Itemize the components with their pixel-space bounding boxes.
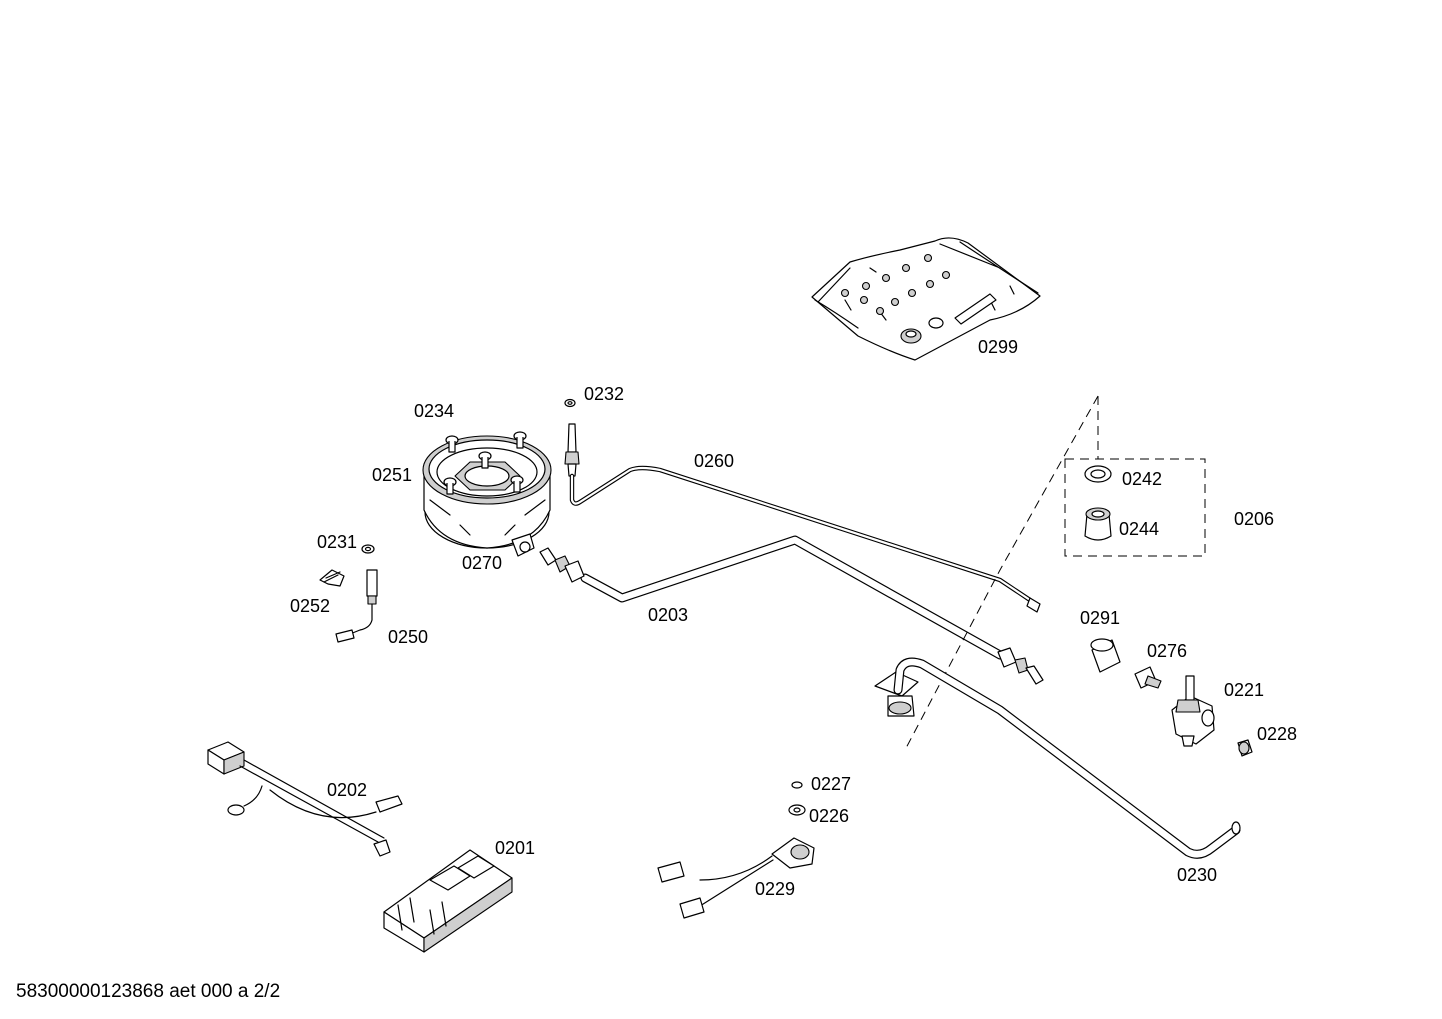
label-0226: 0226 bbox=[809, 806, 849, 826]
part-labels: 0299 0232 0234 0251 0260 0242 0244 0206 … bbox=[290, 337, 1297, 899]
label-0221: 0221 bbox=[1224, 680, 1264, 700]
label-0203: 0203 bbox=[648, 605, 688, 625]
label-0206: 0206 bbox=[1234, 509, 1274, 529]
label-0250: 0250 bbox=[388, 627, 428, 647]
spark-module-drawing bbox=[383, 849, 513, 953]
pipe-0230-drawing bbox=[874, 657, 1241, 859]
harness-0202-drawing bbox=[207, 741, 403, 857]
label-0234: 0234 bbox=[414, 401, 454, 421]
pipe-0203-drawing bbox=[539, 535, 1044, 685]
pressure-switch-drawing bbox=[657, 781, 815, 919]
label-0299: 0299 bbox=[978, 337, 1018, 357]
burner-drawing bbox=[422, 431, 552, 557]
label-0244: 0244 bbox=[1119, 519, 1159, 539]
label-0232: 0232 bbox=[584, 384, 624, 404]
label-0270: 0270 bbox=[462, 553, 502, 573]
drawing-id-footer: 58300000123868 aet 000 a 2/2 bbox=[16, 981, 280, 1002]
label-0291: 0291 bbox=[1080, 608, 1120, 628]
nozzle-bag-drawing bbox=[811, 237, 1041, 361]
label-0202: 0202 bbox=[327, 780, 367, 800]
thermocouple-drawing bbox=[564, 398, 1041, 613]
label-0227: 0227 bbox=[811, 774, 851, 794]
label-0230: 0230 bbox=[1177, 865, 1217, 885]
label-0242: 0242 bbox=[1122, 469, 1162, 489]
label-0228: 0228 bbox=[1257, 724, 1297, 744]
label-0260: 0260 bbox=[694, 451, 734, 471]
label-0231: 0231 bbox=[317, 532, 357, 552]
label-0201: 0201 bbox=[495, 838, 535, 858]
electrode-drawing bbox=[319, 544, 378, 643]
label-0229: 0229 bbox=[755, 879, 795, 899]
label-0276: 0276 bbox=[1147, 641, 1187, 661]
group-0206-drawing bbox=[904, 395, 1206, 751]
label-0252: 0252 bbox=[290, 596, 330, 616]
label-0251: 0251 bbox=[372, 465, 412, 485]
valve-drawing bbox=[1090, 638, 1253, 757]
